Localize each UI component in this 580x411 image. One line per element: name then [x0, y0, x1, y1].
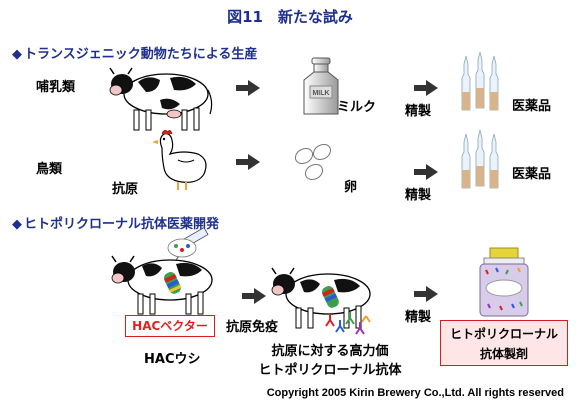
section-title: トランスジェニック動物たちによる生産 [24, 47, 258, 62]
cow-icon [109, 67, 213, 131]
milk-label: ミルク [337, 100, 377, 115]
final-line2: 抗体製剤 [479, 347, 528, 361]
milk-can-icon: MILK [303, 57, 339, 115]
antibody-cow-icon [271, 267, 371, 329]
purification-label: 精製 [405, 310, 432, 325]
hac-vector-label: HACベクター [125, 315, 215, 337]
purification-label: 精製 [405, 188, 432, 203]
diamond-bullet-icon: ◆ [12, 47, 22, 62]
hac-cow-icon [111, 226, 213, 315]
diamond-bullet-icon: ◆ [12, 217, 22, 232]
arrow-right-icon [242, 288, 266, 304]
hac-cow-label: HACウシ [144, 352, 201, 367]
purification-label: 精製 [405, 104, 432, 119]
final-line1: ヒトポリクローナル [449, 327, 558, 341]
medicine-label: 医薬品 [512, 167, 552, 182]
antigen-label: 抗原 [112, 182, 139, 197]
section-heading-transgenic: ◆トランスジェニック動物たちによる生産 [12, 43, 257, 62]
section-heading-antibody: ◆ヒトポリクローナル抗体医薬開発 [12, 213, 219, 232]
ampoules-icon [461, 51, 499, 111]
section-title: ヒトポリクローナル抗体医薬開発 [24, 217, 220, 232]
chicken-icon [152, 130, 207, 190]
drug-bottle-icon [479, 247, 529, 317]
ampoules-icon [461, 129, 499, 189]
birds-label: 鳥類 [36, 162, 63, 177]
immunization-label: 抗原免疫 [226, 320, 279, 335]
copyright: Copyright 2005 Kirin Brewery Co.,Ltd. Al… [266, 387, 564, 399]
antibody-description: 抗原に対する高力価 ヒトポリクローナル抗体 [250, 340, 410, 378]
egg-label: 卵 [344, 180, 358, 195]
antibodies-icon [325, 312, 371, 335]
arrow-right-icon [236, 154, 260, 170]
arrow-right-icon [414, 286, 438, 302]
final-product-box: ヒトポリクローナル 抗体製剤 [440, 320, 568, 366]
mammals-label: 哺乳類 [36, 80, 76, 95]
antibody-line2: ヒトポリクローナル抗体 [258, 363, 402, 378]
arrow-right-icon [414, 164, 438, 180]
eggs-icon [294, 143, 332, 181]
page-title: 図11 新たな試み [227, 8, 353, 26]
milk-can-label: MILK [312, 90, 329, 97]
arrow-right-icon [236, 80, 260, 96]
chromosome-icon [163, 272, 182, 294]
arrow-right-icon [414, 80, 438, 96]
medicine-label: 医薬品 [512, 99, 552, 114]
antibody-line1: 抗原に対する高力価 [271, 344, 389, 359]
